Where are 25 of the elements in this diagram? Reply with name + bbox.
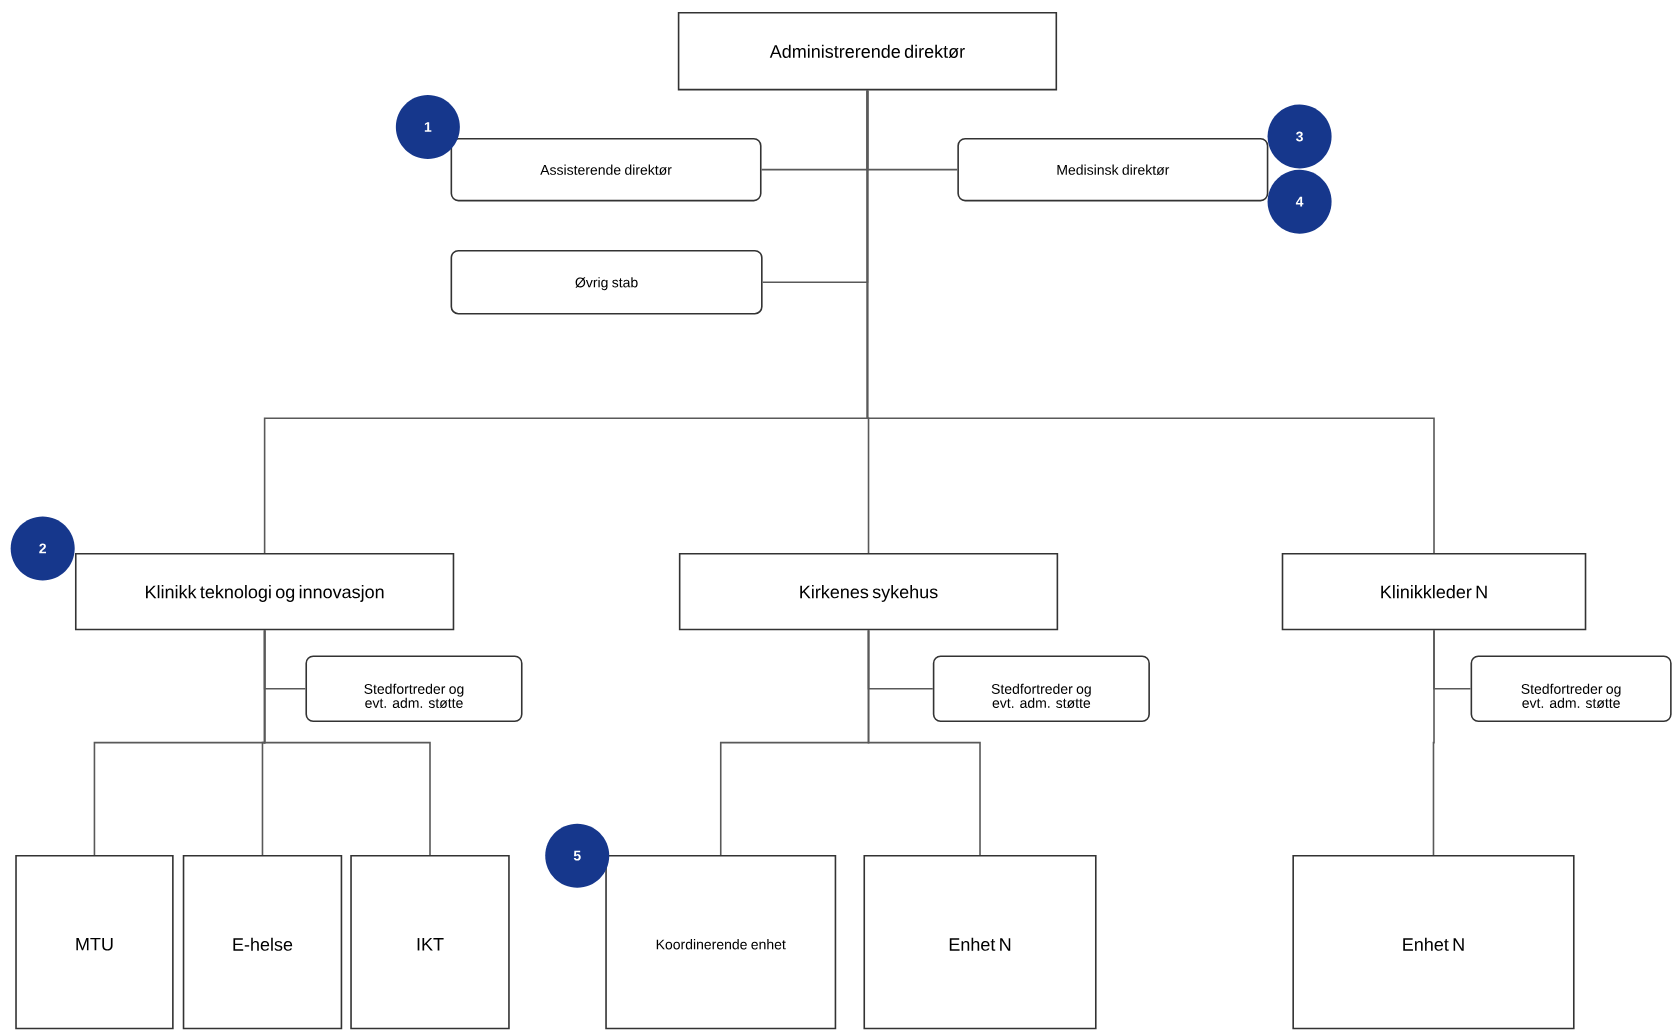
org-box: Kirkenes sykehus [678, 552, 1059, 631]
org-box: E-helse [182, 854, 343, 1030]
org-box: MTU [15, 854, 174, 1030]
org-box: Øvrig stab [450, 249, 763, 315]
org-box: Assisterende direktør [450, 137, 762, 202]
connector-line [263, 629, 431, 856]
connector-line [1432, 629, 1435, 856]
org-box: Stedfortreder og evt. adm. støtte [305, 655, 523, 723]
org-box: Koordinerende enhet [605, 854, 837, 1030]
connector-line [866, 89, 1435, 554]
org-box: Medisinsk direktør [957, 137, 1269, 202]
org-box: Enhet N [863, 854, 1097, 1030]
connector-line [867, 629, 981, 856]
org-box: Klinikk teknologi og innovasjon [74, 552, 455, 631]
org-box: Stedfortreder og evt. adm. støtte [932, 655, 1150, 723]
callout-number: 1 [395, 94, 460, 159]
org-box: IKT [350, 854, 510, 1030]
org-box: Administrerende direktør [677, 12, 1058, 91]
callout-number: 4 [1267, 169, 1332, 234]
org-box: Enhet N [1292, 854, 1575, 1030]
callout-number: 2 [10, 516, 75, 581]
org-box: Stedfortreder og evt. adm. støtte [1470, 655, 1672, 723]
callout-number: 5 [545, 823, 610, 888]
callout-number: 3 [1267, 104, 1332, 169]
org-box: Klinikkleder N [1281, 552, 1587, 631]
